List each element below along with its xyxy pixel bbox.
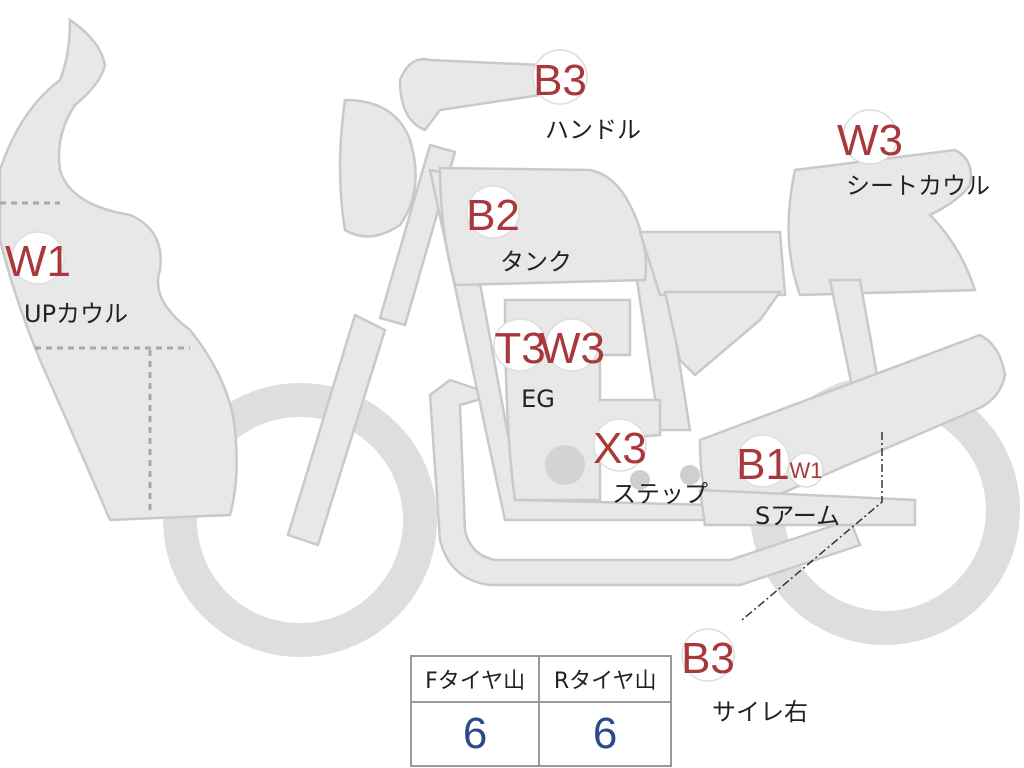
label-up-cowl: UPカウル: [24, 300, 128, 328]
seat: [638, 230, 787, 297]
code-tank: B2: [466, 191, 520, 240]
code-engine-2: W3: [539, 324, 605, 373]
code-up-cowl: W1: [5, 237, 71, 286]
badge-swing-arm: [736, 434, 790, 488]
front-tire-header: Fタイヤ山: [409, 655, 541, 703]
badge-step: [593, 418, 647, 472]
badge-handle: [532, 49, 588, 105]
badge-engine-2: [545, 318, 599, 372]
seat-cowl: [787, 148, 977, 297]
label-step: ステップ: [612, 480, 708, 508]
engine-cover: [545, 445, 585, 485]
code-swing-arm: B1: [736, 440, 790, 489]
label-silencer-r: サイレ右: [712, 698, 808, 726]
footpeg-rear: [680, 465, 700, 485]
rear-tire-header: Rタイヤ山: [538, 655, 672, 703]
tire-table-value-row: 6 6: [409, 701, 672, 767]
upper-cowl: [0, 17, 238, 522]
code-seat-cowl: W3: [837, 116, 903, 165]
code-step: X3: [593, 424, 647, 473]
label-tank: タンク: [500, 248, 572, 276]
code-handle: B3: [533, 56, 587, 105]
tire-tread-table: Fタイヤ山 Rタイヤ山 6 6: [409, 655, 672, 767]
code-swing-arm-2: W1: [790, 458, 823, 483]
front-tire-value: 6: [409, 701, 541, 767]
label-handle: ハンドル: [545, 116, 641, 144]
badge-swing-arm-small: [788, 452, 824, 488]
label-swing-arm: Sアーム: [755, 502, 840, 530]
front-fork: [286, 313, 387, 547]
headlight: [338, 98, 417, 238]
side-panel: [663, 290, 783, 377]
swing-arm-tail: [698, 488, 917, 527]
code-engine-1: T3: [494, 324, 545, 373]
code-silencer-r: B3: [681, 634, 735, 683]
tire-table-header-row: Fタイヤ山 Rタイヤ山: [409, 655, 672, 703]
label-engine: EG: [521, 385, 555, 413]
handlebar: [398, 57, 542, 132]
label-seat-cowl: シートカウル: [846, 172, 990, 200]
rear-tire-value: 6: [538, 701, 672, 767]
badge-seat-cowl: [842, 109, 898, 165]
footpeg-front: [630, 470, 650, 490]
badge-tank: [466, 185, 520, 239]
exhaust-pipe: [428, 378, 862, 587]
badge-silencer-r: [681, 628, 735, 682]
part-badges: W1 UPカウル B3 ハンドル W3 シートカウル B2 タンク T3 W3 …: [5, 49, 990, 726]
front-wheel: [163, 383, 437, 657]
badge-up-cowl: [11, 231, 65, 285]
silencer-leader-line: [741, 432, 883, 621]
